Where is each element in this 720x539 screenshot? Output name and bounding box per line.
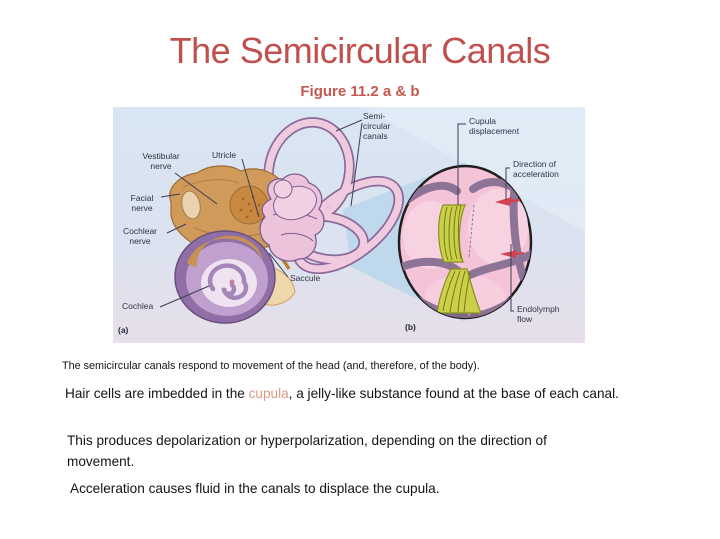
paragraph-acceleration: Acceleration causes fluid in the canals … [70,481,440,496]
label-vestibular-nerve: Vestibular nerve [142,151,180,172]
label-saccule: Saccule [290,273,321,283]
figure-caption: Figure 11.2 a & b [300,83,420,100]
label-pointer-lines [159,119,514,312]
inset-circle-b [397,164,533,320]
paragraph-depolarization: This produces depolarization or hyperpol… [67,433,547,470]
panel-a-tag: (a) [118,325,129,335]
label-semicircular-canals: Semi- circular canals [363,111,391,142]
label-cochlear-nerve: Cochlear nerve [122,226,158,247]
label-direction-of-acceleration: Direction of acceleration [513,159,559,180]
hair-cells-text-before: Hair cells are imbedded in the [65,386,249,401]
label-facial-nerve: Facial nerve [130,193,154,214]
label-endolymph-flow: Endolymph flow [517,304,560,325]
cochlea-spiral [174,230,276,324]
hair-cells-text-after: , a jelly-like substance found at the ba… [288,386,619,401]
inner-ear-figure: Semi- circular canals Vestibular nerve U… [113,107,585,343]
cupula-highlight-text: cupula [248,386,289,401]
paragraph-hair-cells: Hair cells are imbedded in the cupula, a… [65,383,631,404]
acceleration-arrow-icon [495,197,525,258]
facial-nerve-cross-section [181,190,201,220]
vestibule [259,173,325,262]
label-utricle: Utricle [212,150,237,160]
label-cupula-displacement: Cupula displacement [469,116,520,137]
inner-ear-illustration [113,107,585,343]
cupula-top [438,204,466,263]
slide-title: The Semicircular Canals [169,30,551,71]
panel-b-tag: (b) [405,322,416,332]
label-cochlea: Cochlea [122,301,154,311]
intro-text: The semicircular canals respond to movem… [62,360,480,372]
cupula-bottom [436,268,482,314]
